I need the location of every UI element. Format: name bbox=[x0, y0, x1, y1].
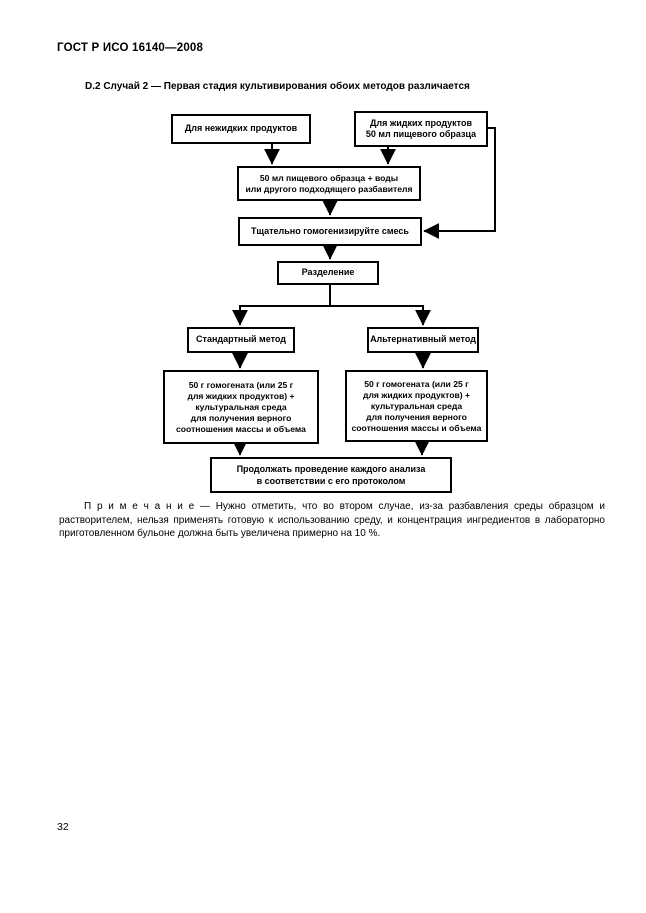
page-number: 32 bbox=[57, 821, 69, 833]
note-paragraph: П р и м е ч а н и е — Нужно отметить, чт… bbox=[59, 501, 605, 539]
flowchart-node-standard-method: Стандартный метод bbox=[187, 327, 295, 353]
flowchart-node-non-liquid-products: Для нежидких продуктов bbox=[171, 114, 311, 144]
flowchart-node-homogenize-mixture: Тщательно гомогенизируйте смесь bbox=[238, 217, 422, 246]
flowchart-node-separation: Разделение bbox=[277, 261, 379, 285]
document-header: ГОСТ Р ИСО 16140—2008 bbox=[57, 42, 204, 54]
flowchart-node-continue-protocol: Продолжать проведение каждого анализа в … bbox=[210, 457, 452, 493]
flowchart-node-alternative-method: Альтернативный метод bbox=[367, 327, 479, 353]
flowchart-node-liquid-products: Для жидких продуктов 50 мл пищевого обра… bbox=[354, 111, 488, 147]
section-title: D.2 Случай 2 — Первая стадия культивиров… bbox=[85, 81, 470, 92]
flowchart-node-sample-plus-diluent: 50 мл пищевого образца + воды или другог… bbox=[237, 166, 421, 201]
flowchart-node-alternative-homogenate-detail: 50 г гомогената (или 25 г для жидких про… bbox=[345, 370, 488, 442]
flowchart-node-standard-homogenate-detail: 50 г гомогената (или 25 г для жидких про… bbox=[163, 370, 319, 444]
